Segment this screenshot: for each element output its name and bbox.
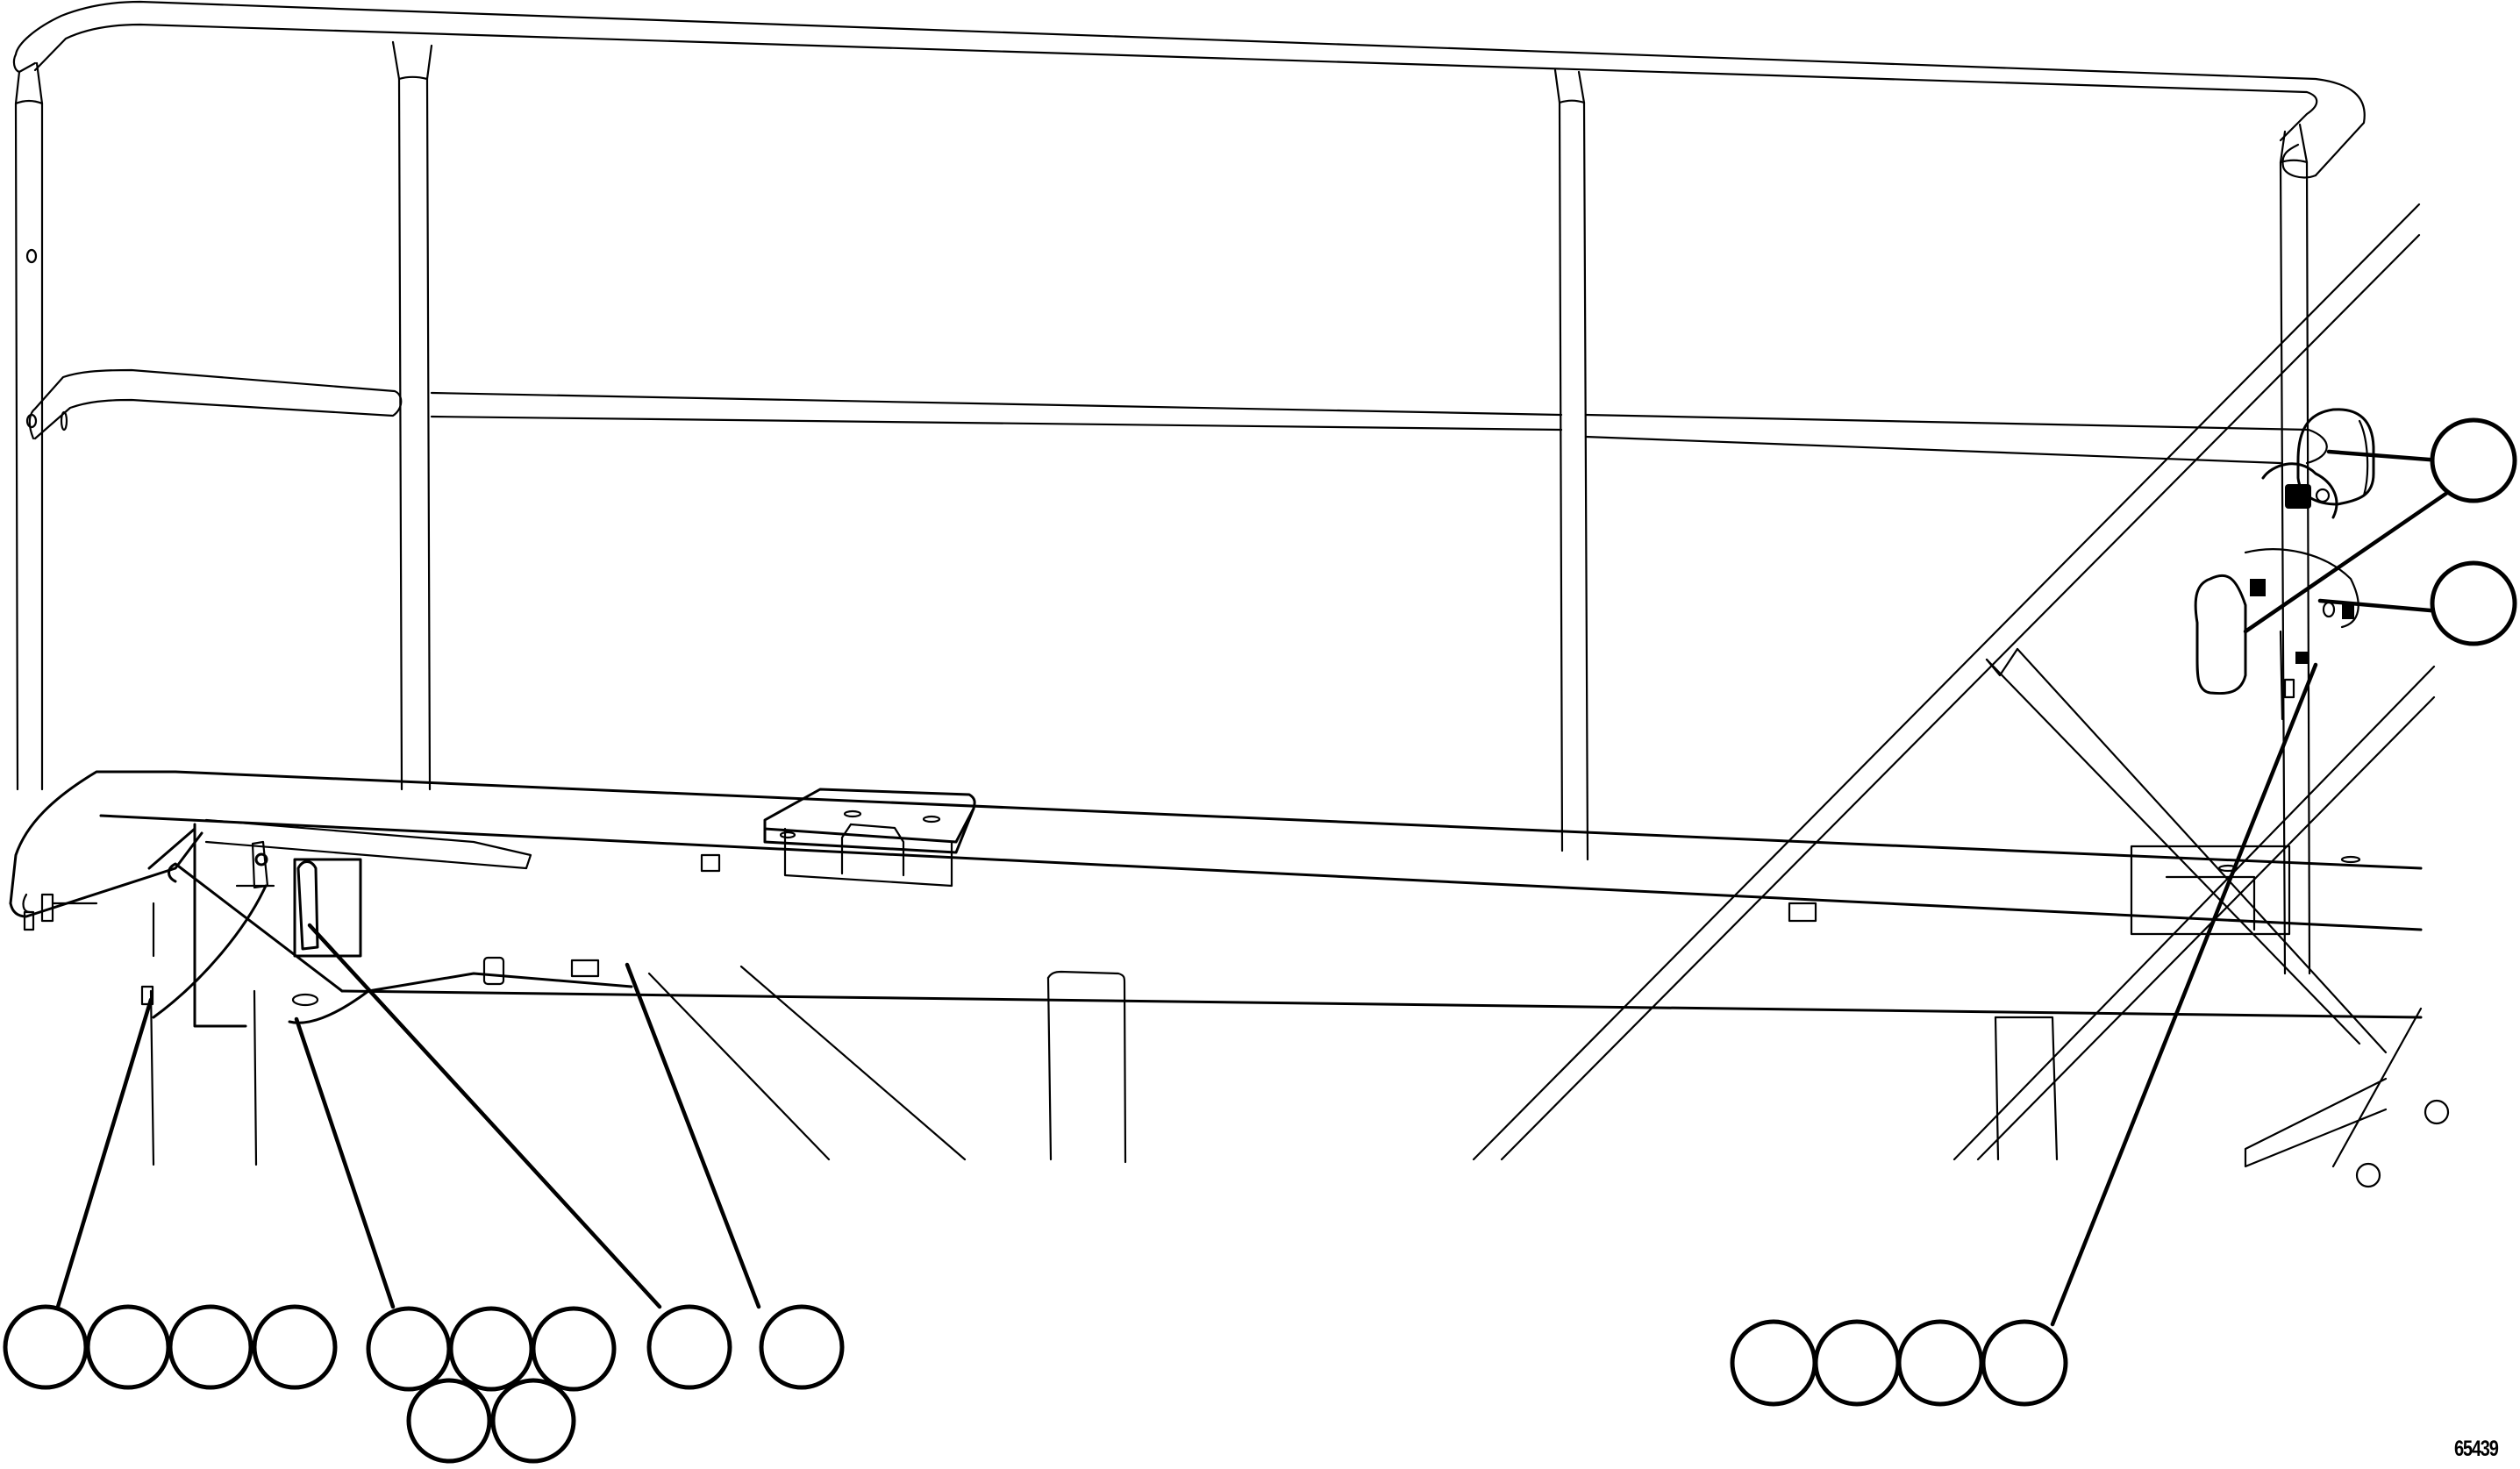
callout-8[interactable]	[406, 1378, 492, 1464]
callout-group-3	[1730, 1319, 2068, 1407]
callout-group-2	[366, 1306, 617, 1464]
callout-5[interactable]	[366, 1306, 452, 1392]
lower-frame	[149, 203, 2450, 1188]
right-lamp-assembly	[2194, 408, 2375, 721]
callout-2[interactable]	[85, 1304, 171, 1390]
center-mounting-bracket	[700, 788, 976, 888]
leader-lines	[55, 449, 2459, 1327]
callout-11[interactable]	[759, 1304, 845, 1390]
callout-13[interactable]	[1813, 1319, 1901, 1407]
callout-6[interactable]	[448, 1306, 534, 1392]
callout-10[interactable]	[646, 1304, 732, 1390]
callout-3[interactable]	[168, 1304, 253, 1390]
left-post	[14, 61, 44, 791]
callout-4[interactable]	[252, 1304, 338, 1390]
callout-group-1	[3, 1304, 338, 1390]
top-guardrail	[12, 0, 2366, 179]
callout-right-lower[interactable]	[2430, 560, 2517, 646]
callout-15[interactable]	[1981, 1319, 2068, 1407]
callout-7[interactable]	[531, 1306, 617, 1392]
callout-right-upper[interactable]	[2430, 417, 2517, 503]
figure-number: 65439	[2454, 1437, 2499, 1461]
mid-guardrail	[28, 368, 2328, 465]
middle-post-2	[1553, 68, 1589, 861]
platform-deck	[9, 770, 2423, 1019]
callout-9[interactable]	[490, 1378, 576, 1464]
left-lamp-assembly	[140, 823, 633, 1028]
callout-14[interactable]	[1896, 1319, 1984, 1407]
middle-post-1	[391, 40, 433, 791]
callout-12[interactable]	[1730, 1319, 1817, 1407]
right-post	[2279, 123, 2311, 975]
callout-1[interactable]	[3, 1304, 89, 1390]
